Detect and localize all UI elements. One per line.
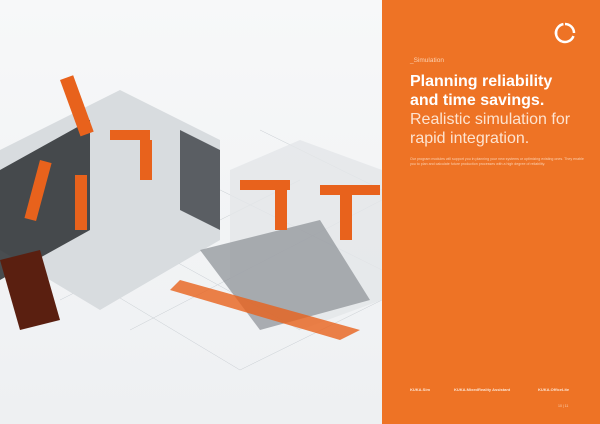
product-mixed-reality: KUKA.MixedReality Assistant	[454, 387, 511, 392]
product-kuka-sim: KUKA.Sim	[410, 387, 431, 392]
headline-bold: Planning reliability and time savings.	[410, 73, 553, 109]
product-officelite: KUKA.OfficeLite	[538, 387, 570, 392]
section-kicker: _Simulation	[410, 57, 444, 64]
robots-right	[240, 180, 380, 240]
info-panel: _Simulation Planning reliability and tim…	[382, 0, 600, 424]
robot-cell-illustration	[0, 0, 382, 424]
robots-left	[24, 75, 152, 230]
page-number: 10 | 11	[558, 404, 569, 408]
brand-logo-icon	[554, 22, 576, 44]
left-robot-cell	[0, 90, 220, 330]
headline-light: Realistic simulation for rapid integrati…	[410, 111, 571, 147]
body-text: Our program modules will support you in …	[410, 157, 584, 166]
